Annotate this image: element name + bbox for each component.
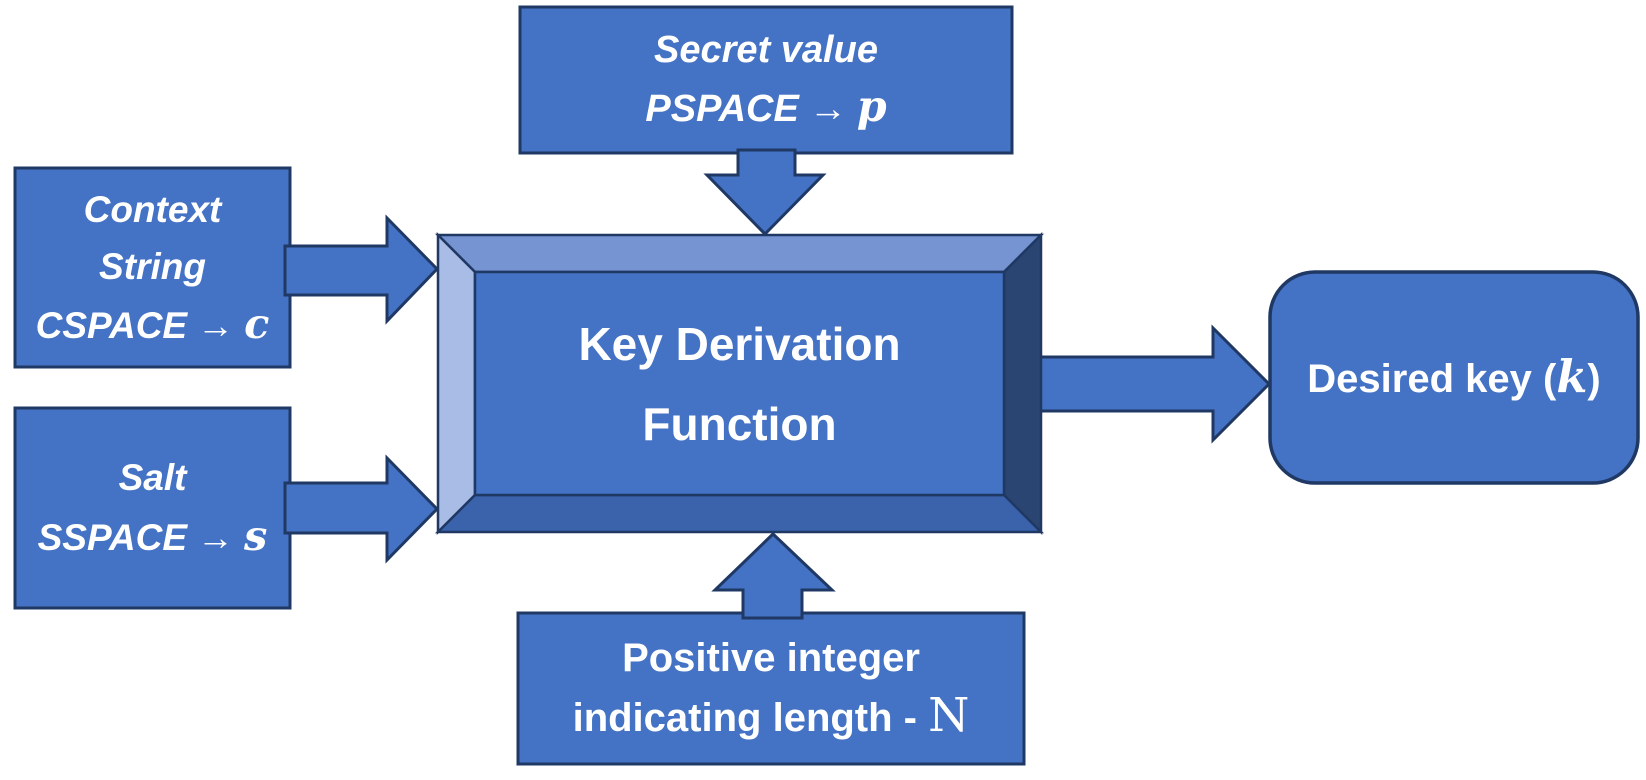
length-box-shape bbox=[516, 611, 1026, 766]
secret-value-box-shape bbox=[518, 5, 1014, 155]
arrow-length-to-kdf bbox=[711, 531, 836, 620]
kdf-box-face bbox=[473, 270, 1006, 497]
arrow-secret-to-kdf bbox=[703, 148, 827, 237]
kdf-box-bevel-top bbox=[434, 233, 1045, 274]
context-string-box-shape bbox=[13, 166, 292, 369]
kdf-box bbox=[434, 231, 1045, 536]
kdf-box-bevel-right bbox=[1002, 231, 1043, 536]
desired-key-box-shape bbox=[1268, 270, 1640, 485]
arrow-salt-to-kdf bbox=[283, 454, 440, 564]
salt-box-shape bbox=[13, 406, 292, 610]
kdf-box-bevel-left bbox=[436, 231, 477, 536]
kdf-box-bevel-bottom bbox=[434, 493, 1045, 534]
arrow-context-to-kdf bbox=[283, 214, 440, 325]
arrow-kdf-to-desired-key bbox=[1033, 324, 1272, 444]
